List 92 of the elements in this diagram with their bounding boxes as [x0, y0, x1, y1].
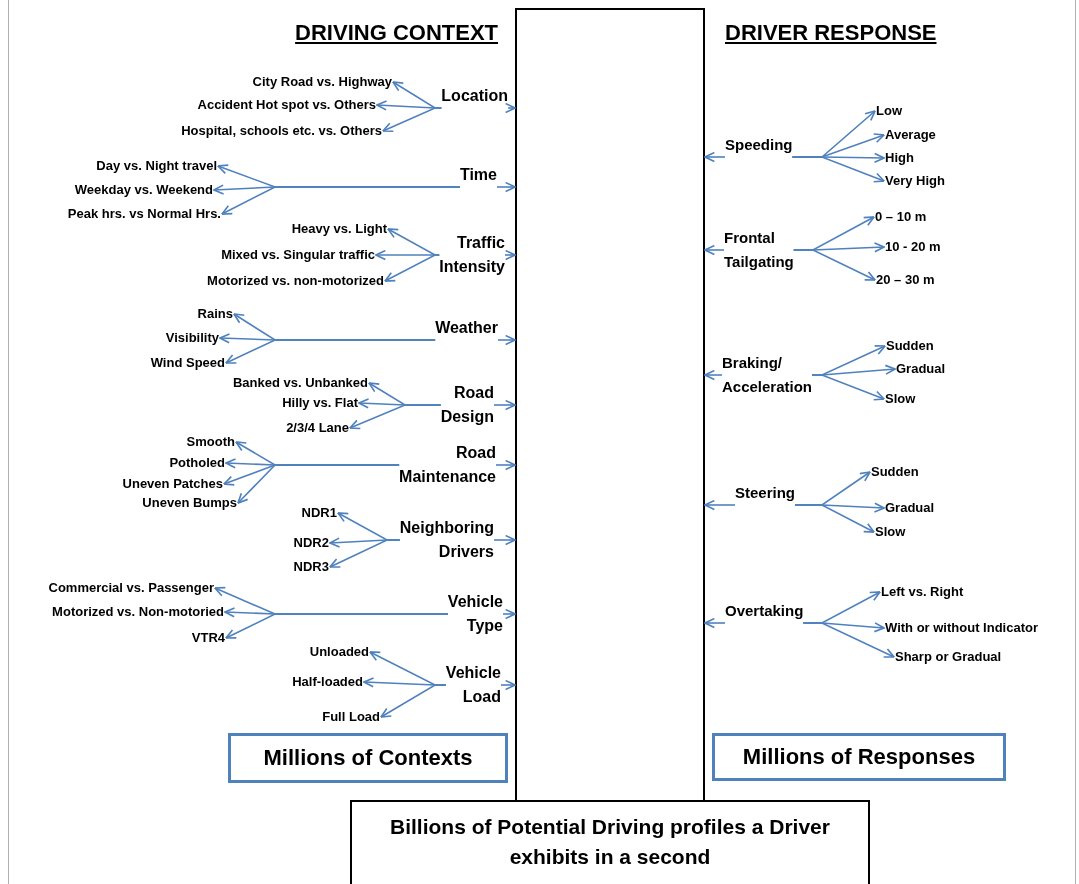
- option-label: Sudden: [885, 338, 935, 354]
- option-label: NDR1: [300, 505, 338, 521]
- arrow: [802, 622, 895, 658]
- option-label: Slow: [874, 524, 907, 540]
- option-label: Uneven Bumps: [141, 495, 238, 511]
- option-label: Low: [875, 103, 903, 119]
- category-label: Braking/ Acceleration: [722, 351, 813, 399]
- section-heading: DRIVING CONTEXT: [295, 20, 498, 46]
- option-label: Wind Speed: [149, 355, 226, 371]
- arrow: [496, 181, 516, 193]
- option-label: Rains: [196, 306, 234, 322]
- arrow: [794, 504, 875, 533]
- arrow: [493, 534, 516, 546]
- option-label: 10 - 20 m: [884, 239, 942, 255]
- option-label: Banked vs. Unbanked: [231, 375, 369, 391]
- arrow: [504, 249, 516, 261]
- arrow: [704, 499, 736, 511]
- category-label: Neighboring Drivers: [399, 516, 494, 564]
- option-label: Potholed: [168, 455, 226, 471]
- option-label: Left vs. Right: [880, 584, 965, 600]
- option-label: Motorized vs. Non-motoried: [51, 604, 225, 620]
- arrow: [225, 613, 449, 639]
- option-label: NDR2: [292, 535, 330, 551]
- option-label: Weekday vs. Weekend: [73, 182, 214, 198]
- category-label: Road Design: [440, 381, 494, 429]
- arrow: [791, 156, 885, 183]
- category-label: Overtaking: [725, 601, 804, 623]
- category-label: Road Maintenance: [399, 441, 496, 489]
- arrow: [704, 151, 726, 163]
- option-label: Uneven Patches: [121, 476, 224, 492]
- arrow: [221, 186, 461, 215]
- option-label: Hilly vs. Flat: [281, 395, 359, 411]
- summary-box: Millions of Contexts: [228, 733, 508, 783]
- category-label: Location: [441, 86, 508, 108]
- arrow: [811, 374, 885, 401]
- arrow: [704, 244, 725, 256]
- arrow: [237, 464, 400, 504]
- option-label: Unloaded: [308, 644, 370, 660]
- option-label: Full Load: [321, 709, 381, 725]
- option-label: City Road vs. Highway: [251, 74, 393, 90]
- option-label: Peak hrs. vs Normal Hrs.: [66, 206, 222, 222]
- option-label: With or without Indicator: [884, 620, 1039, 636]
- arrow: [495, 459, 516, 471]
- arrow: [382, 107, 443, 133]
- arrow: [497, 334, 516, 346]
- option-label: 20 – 30 m: [875, 272, 936, 288]
- option-label: Very High: [884, 173, 946, 189]
- arrow: [329, 539, 401, 568]
- category-label: Vehicle Type: [447, 590, 503, 638]
- result-box: Billions of Potential Driving profiles a Driver exhibits in a second: [350, 800, 870, 884]
- arrow: [349, 404, 442, 430]
- option-label: Half-loaded: [291, 674, 364, 690]
- option-label: High: [884, 150, 915, 166]
- option-label: Gradual: [884, 500, 936, 516]
- arrow: [380, 684, 447, 718]
- option-label: Average: [884, 127, 937, 143]
- option-label: Sharp or Gradual: [894, 649, 1003, 665]
- category-label: Steering: [735, 483, 795, 505]
- option-label: Hospital, schools etc. vs. Others: [180, 123, 383, 139]
- option-label: Slow: [884, 391, 917, 407]
- option-label: Mixed vs. Singular traffic: [220, 247, 376, 263]
- option-label: Visibility: [164, 330, 220, 346]
- option-label: Gradual: [895, 361, 947, 377]
- summary-box: Millions of Responses: [712, 733, 1006, 781]
- option-label: NDR3: [292, 559, 330, 575]
- arrow: [504, 102, 516, 114]
- option-label: Sudden: [870, 464, 920, 480]
- arrow: [704, 369, 723, 381]
- category-label: Vehicle Load: [445, 661, 501, 709]
- arrow: [384, 254, 441, 282]
- arrow: [225, 339, 436, 364]
- category-label: Weather: [435, 318, 498, 340]
- category-label: Speeding: [725, 135, 793, 157]
- arrow: [792, 249, 876, 281]
- center-column: [515, 8, 705, 800]
- arrow: [493, 399, 516, 411]
- option-label: 0 – 10 m: [874, 209, 928, 225]
- section-heading: DRIVER RESPONSE: [725, 20, 937, 46]
- option-label: Day vs. Night travel: [95, 158, 218, 174]
- category-label: Traffic Intensity: [439, 231, 505, 279]
- option-label: Motorized vs. non-motorized: [206, 273, 385, 289]
- arrow: [500, 679, 516, 691]
- option-label: Smooth: [185, 434, 236, 450]
- option-label: Heavy vs. Light: [290, 221, 388, 237]
- option-label: 2/3/4 Lane: [285, 420, 350, 436]
- category-label: Frontal Tailgating: [724, 226, 794, 274]
- arrow: [502, 608, 516, 620]
- option-label: VTR4: [190, 630, 226, 646]
- option-label: Commercial vs. Passenger: [47, 580, 215, 596]
- category-label: Time: [459, 165, 497, 187]
- arrow: [704, 617, 726, 629]
- option-label: Accident Hot spot vs. Others: [196, 97, 377, 113]
